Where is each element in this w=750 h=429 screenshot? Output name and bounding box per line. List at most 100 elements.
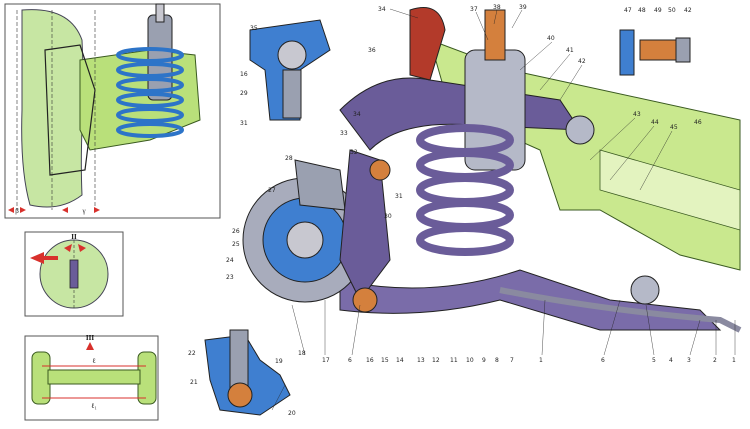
callout-ul-29: 29	[240, 90, 248, 97]
roman-label-ii: II	[71, 233, 77, 241]
callout-ur-49: 49	[654, 7, 662, 14]
callout-b-11: 11	[450, 357, 458, 364]
callout-mid-24: 24	[226, 257, 234, 264]
shock-absorber-shape	[147, 14, 173, 101]
inset-bottom-left: III ℓ ℓ₁	[24, 334, 159, 421]
coil-spring	[116, 47, 184, 138]
red-arrow-gamma	[62, 207, 100, 213]
tire-shape	[21, 9, 85, 208]
inset-upper-right	[610, 20, 700, 80]
callout-top-40: 40	[547, 35, 555, 42]
angle-label-beta: β	[15, 207, 19, 215]
callout-mid-28: 28	[285, 155, 293, 162]
axle-top-view	[47, 369, 141, 385]
red-arrow-small-right	[78, 244, 86, 252]
callout-top-39: 39	[519, 4, 527, 11]
lower-ball-joint	[352, 287, 378, 313]
callout-b-7: 7	[510, 357, 514, 364]
main-coil-spring	[416, 124, 514, 256]
steering-knuckle	[339, 149, 391, 301]
upper-inset-ball	[277, 40, 307, 70]
dim-label-lower: ℓ₁	[91, 402, 97, 410]
callout-b-12: 12	[432, 357, 440, 364]
callout-mid-27: 27	[268, 187, 276, 194]
lower-inset-ball	[227, 382, 253, 408]
roman-label-iii: III	[86, 334, 94, 342]
callout-ur-50: 50	[668, 7, 676, 14]
upper-inset-stud	[282, 69, 302, 119]
callout-r-44: 44	[651, 119, 659, 126]
callout-top-42: 42	[578, 58, 586, 65]
lower-inset-stud	[229, 329, 249, 391]
callout-b-4: 4	[669, 357, 673, 364]
callout-b-14: 14	[396, 357, 404, 364]
callout-b-5: 5	[652, 357, 656, 364]
callout-b-1a: 1	[539, 357, 543, 364]
callout-b-13: 13	[417, 357, 425, 364]
dim-label-upper: ℓ	[92, 357, 95, 365]
callout-bi-19: 19	[275, 358, 283, 365]
callout-b-16: 16	[366, 357, 374, 364]
red-arrow-beta	[8, 207, 26, 213]
callout-r-43: 43	[633, 111, 641, 118]
callout-r-45: 45	[670, 124, 678, 131]
main-assembly	[242, 7, 742, 333]
wheel-left-top-view	[31, 351, 51, 405]
callout-mid-25: 25	[232, 241, 240, 248]
callout-r-46: 46	[694, 119, 702, 126]
callout-b-2: 2	[713, 357, 717, 364]
callout-mid-34: 34	[353, 111, 361, 118]
callout-b-8: 8	[495, 357, 499, 364]
frame-flange	[599, 149, 741, 231]
callout-b-1b: 1	[732, 357, 736, 364]
lower-control-arm	[339, 269, 722, 331]
callout-b-18: 18	[298, 350, 306, 357]
hub-center	[286, 221, 324, 259]
callout-top-34: 34	[378, 6, 386, 13]
callout-labels: 34 37 38 39 40 41 42 35 36 16 29 31 47 4…	[188, 4, 736, 417]
callout-ur-47: 47	[624, 7, 632, 14]
callout-b-6b: 6	[601, 357, 605, 364]
shock-top-mount	[484, 9, 506, 61]
callout-top-38: 38	[493, 4, 501, 11]
callout-ul-36: 36	[368, 47, 376, 54]
angle-label-gamma: γ	[81, 207, 85, 215]
inset-ur-nut	[675, 37, 691, 63]
red-arrow-direction	[30, 252, 58, 264]
brake-caliper	[294, 159, 346, 211]
callout-mid-33: 33	[340, 130, 348, 137]
callout-b-15: 15	[381, 357, 389, 364]
rebound-buffer	[409, 7, 446, 81]
inset-ball-joint-upper	[249, 19, 331, 121]
inset-ball-joint-lower	[204, 329, 291, 416]
callout-top-37: 37	[470, 6, 478, 13]
inset-ur-bushing	[639, 39, 677, 61]
inset-top-left: β γ	[4, 3, 221, 219]
callout-b-3: 3	[687, 357, 691, 364]
shock-rod-shape	[155, 3, 165, 23]
callout-b-9: 9	[482, 357, 486, 364]
stabilizer-bar	[499, 287, 742, 333]
callout-bi-20: 20	[288, 410, 296, 417]
red-arrow-small-left	[64, 244, 72, 252]
callout-mid-30: 30	[384, 213, 392, 220]
callout-ul-31: 31	[240, 120, 248, 127]
inset-middle-left: II	[24, 231, 124, 317]
callout-ur-42: 42	[684, 7, 692, 14]
lower-arm-bushing	[630, 275, 660, 305]
callout-top-41: 41	[566, 47, 574, 54]
callout-b-6a: 6	[348, 357, 352, 364]
callout-mid-31: 31	[395, 193, 403, 200]
inset-ur-washer	[619, 29, 635, 76]
callout-b-17: 17	[322, 357, 330, 364]
upper-arm-bushing	[565, 115, 595, 145]
callout-ul-35: 35	[250, 25, 258, 32]
callout-mid-32: 32	[350, 149, 358, 156]
upper-ball-joint	[369, 159, 391, 181]
callout-bi-22: 22	[188, 350, 196, 357]
callout-b-10: 10	[466, 357, 474, 364]
knuckle-outline	[44, 44, 96, 176]
callout-ur-48: 48	[638, 7, 646, 14]
callout-ul-16: 16	[240, 71, 248, 78]
